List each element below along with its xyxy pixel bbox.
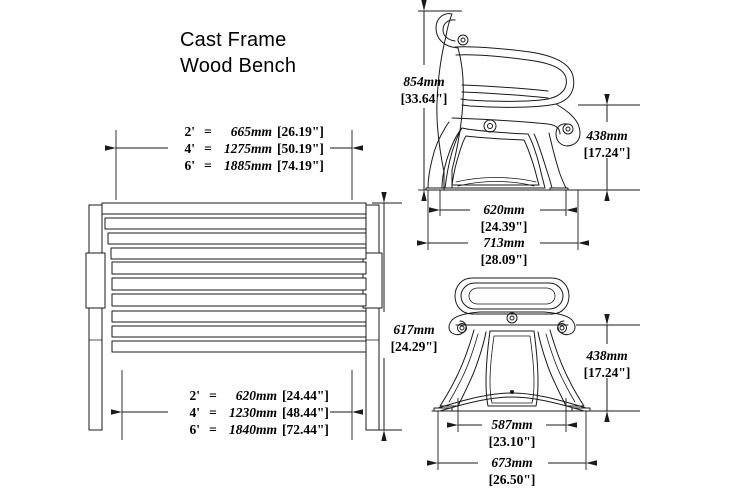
width-bottom-row1-inch: [48.44"]	[282, 405, 329, 420]
overall-height-mm: 854mm	[403, 74, 444, 89]
frame-outer-width-mm: 673mm	[491, 455, 532, 470]
width-bottom-row1-feet: 4'	[189, 405, 200, 420]
cast-frame-side-profile	[423, 13, 581, 191]
width-top-row2-mm: 1885mm	[224, 158, 272, 173]
bench-front-elevation	[85, 202, 383, 431]
drawing-title-line2: Wood Bench	[180, 55, 296, 77]
bench-back-slats	[101, 202, 367, 260]
dim-label-seat-width-table: 2' = 620mm [24.44"] 4' = 1230mm [48.44"]…	[189, 388, 328, 437]
seat-depth-inch: [24.39"]	[481, 219, 528, 234]
dim-label-bench-height: 617mm [24.29"]	[391, 322, 438, 354]
overall-height-inch: [33.64"]	[401, 91, 448, 106]
dim-frame-inner-width	[447, 398, 577, 432]
width-top-row2-feet: 6'	[184, 158, 195, 173]
seat-height-end-inch: [17.24"]	[584, 365, 631, 380]
width-top-row1-eq: =	[204, 141, 212, 156]
dim-bench-overall-width	[105, 130, 363, 200]
width-top-row0-eq: =	[204, 124, 212, 139]
seat-height-side-mm: 438mm	[585, 128, 627, 143]
dim-frame-depth	[417, 190, 589, 250]
frame-depth-mm: 713mm	[483, 235, 524, 250]
dim-overall-height	[418, 0, 462, 201]
dim-frame-outer-width	[427, 411, 597, 470]
width-bottom-row0-eq: =	[209, 388, 217, 403]
frame-depth-inch: [28.09"]	[481, 252, 528, 267]
dim-seat-height-end	[576, 314, 640, 422]
width-top-row2-eq: =	[204, 158, 212, 173]
dim-label-overall-width-table: 2' = 665mm [26.19"] 4' = 1275mm [50.19"]…	[184, 124, 323, 173]
width-bottom-row1-eq: =	[209, 405, 217, 420]
bench-front-apron-slats	[111, 310, 367, 353]
width-bottom-row2-eq: =	[209, 422, 217, 437]
dim-label-overall-height: 854mm [33.64"]	[401, 74, 448, 106]
width-bottom-row2-inch: [72.44"]	[282, 422, 329, 437]
dim-label-frame-depth: 713mm [28.09"]	[481, 235, 528, 267]
dim-seat-height-side	[572, 94, 640, 201]
width-top-row0-mm: 665mm	[231, 124, 272, 139]
seat-height-side-inch: [17.24"]	[584, 145, 631, 160]
width-top-row1-mm: 1275mm	[224, 141, 272, 156]
dim-label-frame-inner-width: 587mm [23.10"]	[489, 417, 536, 449]
width-bottom-row0-mm: 620mm	[236, 388, 277, 403]
width-bottom-row2-feet: 6'	[189, 422, 200, 437]
width-bottom-row0-inch: [24.44"]	[282, 388, 329, 403]
bench-height-inch: [24.29"]	[391, 339, 438, 354]
seat-depth-mm: 620mm	[483, 202, 524, 217]
dim-bench-seat-width	[111, 370, 363, 440]
dim-label-seat-depth: 620mm [24.39"]	[481, 202, 528, 234]
width-top-row1-feet: 4'	[184, 141, 195, 156]
dim-bench-height	[372, 192, 402, 441]
width-top-row1-inch: [50.19"]	[277, 141, 324, 156]
cast-frame-end-elevation	[431, 277, 593, 412]
seat-height-end-mm: 438mm	[585, 348, 627, 363]
width-top-row0-feet: 2'	[184, 124, 195, 139]
frame-inner-width-inch: [23.10"]	[489, 434, 536, 449]
frame-inner-width-mm: 587mm	[491, 417, 532, 432]
bench-seat-slats	[111, 261, 367, 307]
dim-label-frame-outer-width: 673mm [26.50"]	[489, 455, 536, 487]
dim-label-seat-height-end: 438mm [17.24"]	[584, 348, 631, 380]
frame-outer-width-inch: [26.50"]	[489, 472, 536, 487]
drawing-title-line1: Cast Frame	[180, 29, 286, 51]
width-bottom-row1-mm: 1230mm	[229, 405, 277, 420]
bench-height-mm: 617mm	[393, 322, 434, 337]
width-bottom-row2-mm: 1840mm	[229, 422, 277, 437]
width-bottom-row0-feet: 2'	[189, 388, 200, 403]
bench-left-post	[85, 204, 106, 431]
width-top-row2-inch: [74.19"]	[277, 158, 324, 173]
dim-label-seat-height-side: 438mm [17.24"]	[584, 128, 631, 160]
dim-seat-depth	[429, 190, 577, 216]
width-top-row0-inch: [26.19"]	[277, 124, 324, 139]
